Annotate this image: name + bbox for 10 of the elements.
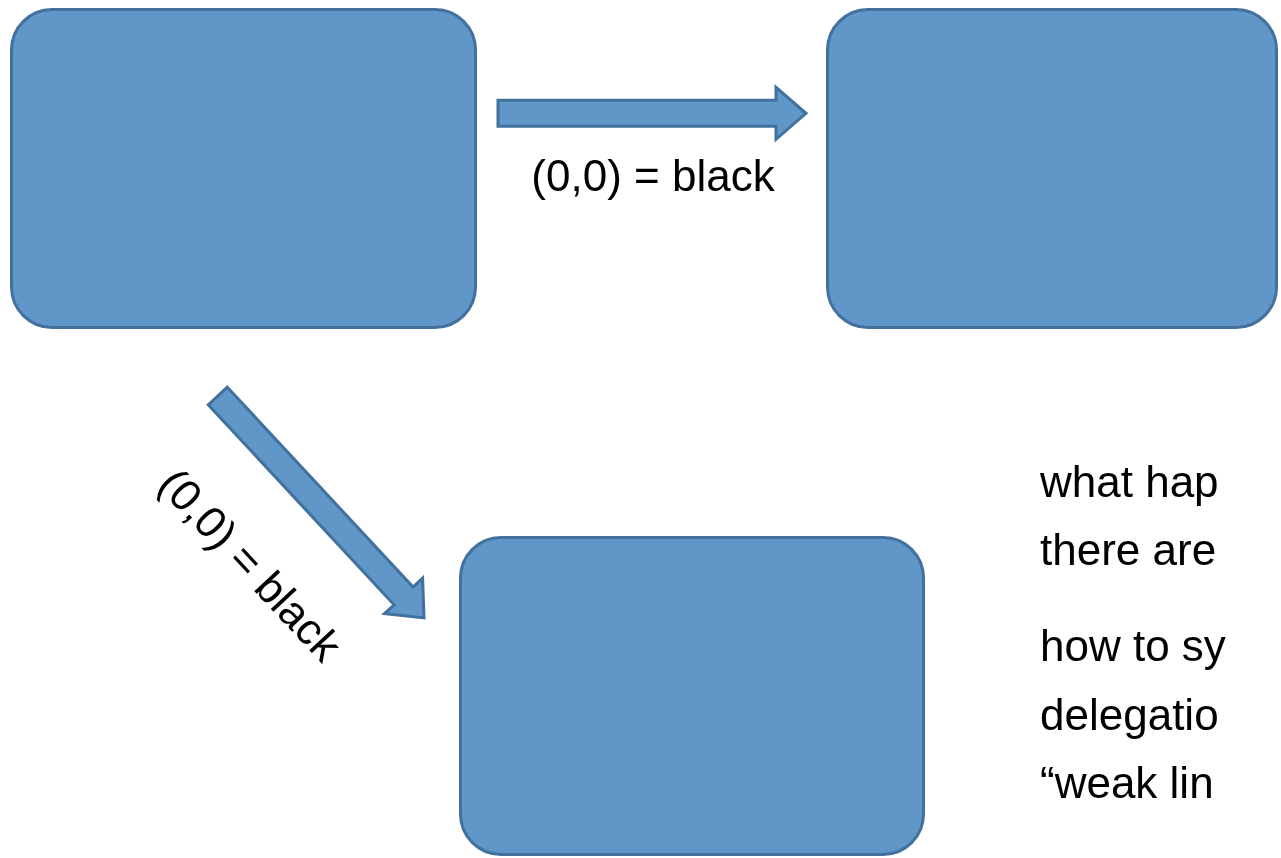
block-arrow [496,84,809,143]
note-text: how to sy [1040,622,1226,671]
note-text: what hap [1040,458,1219,507]
rounded-box [826,8,1278,329]
note-text: there are [1040,526,1217,575]
block-arrow [206,385,426,620]
note-text: “weak lin [1040,759,1214,808]
rounded-box [10,8,477,329]
rounded-box [459,536,925,856]
note-text: delegatio [1040,691,1219,740]
